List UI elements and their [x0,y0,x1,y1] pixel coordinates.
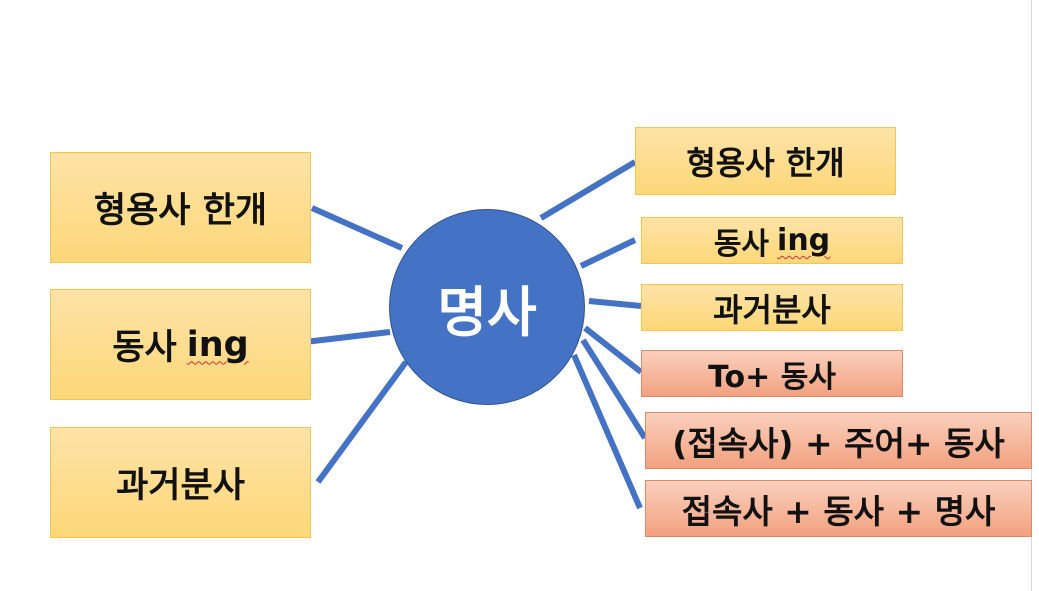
right-box-past-participle: 과거분사 [641,284,903,331]
connector-left-3 [315,360,409,484]
right-box-adjective-label: 형용사 한개 [686,144,845,182]
left-box-verb-ing: 동사 ing [50,289,311,400]
left-box-past-participle-label: 과거분사 [116,466,245,506]
right-box-conj-verb-noun-label: 접속사 + 동사 + 명사 [681,491,996,531]
left-box-verb-ing-suffix: ing [186,324,249,365]
center-noun-circle: 명사 [389,209,585,405]
connector-right-5 [580,338,648,440]
right-box-verb-ing-label: 동사 [713,226,770,262]
right-box-past-participle-label: 과거분사 [713,290,831,329]
left-box-past-participle: 과거분사 [50,427,311,538]
connector-left-1 [310,205,404,251]
connector-right-6 [571,353,643,510]
connector-right-1 [539,159,637,221]
connector-left-2 [304,329,391,345]
connector-right-3 [588,298,642,309]
connector-right-4 [583,325,643,375]
center-noun-label: 명사 [437,280,537,344]
right-box-to-verb-label: To+ 동사 [708,359,836,395]
right-box-conj-subject-verb-label: (접속사) + 주어+ 동사 [672,423,1005,463]
right-box-conj-subject-verb: (접속사) + 주어+ 동사 [645,412,1032,469]
right-box-adjective: 형용사 한개 [635,127,896,195]
right-box-to-verb: To+ 동사 [641,350,903,397]
right-box-verb-ing: 동사 ing [641,217,903,264]
right-box-conj-verb-noun: 접속사 + 동사 + 명사 [645,480,1032,537]
right-box-verb-ing-suffix: ing [777,223,831,258]
left-box-adjective: 형용사 한개 [50,152,311,263]
left-box-verb-ing-label: 동사 [112,328,177,368]
page-edge-divider [1031,0,1032,591]
left-box-adjective-label: 형용사 한개 [93,191,268,231]
connector-right-2 [579,237,637,269]
